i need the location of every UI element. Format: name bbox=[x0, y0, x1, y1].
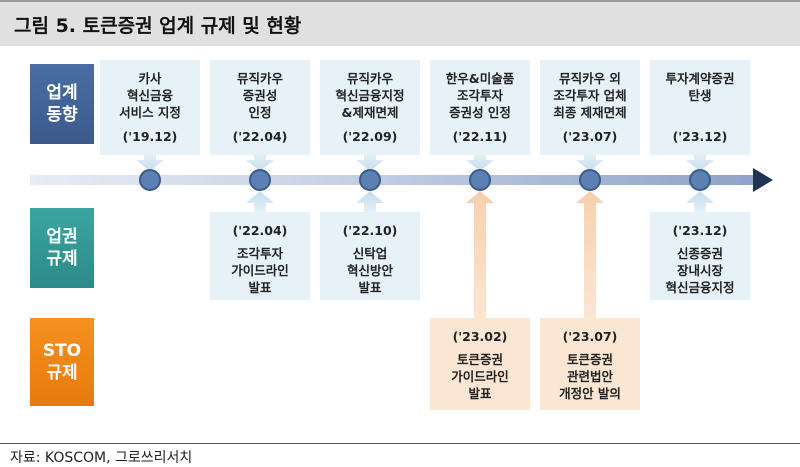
box-date: ('19.12) bbox=[122, 129, 178, 144]
footer-divider bbox=[0, 443, 800, 444]
row-label-line: 업계 bbox=[46, 83, 78, 103]
box-date: ('23.07) bbox=[562, 129, 618, 144]
box-text-line: 조각투자 업체 bbox=[553, 88, 627, 103]
figure-title: 그림 5. 토큰증권 업계 규제 및 현황 bbox=[14, 15, 302, 37]
timeline-node bbox=[249, 169, 271, 191]
box-date: ('23.12) bbox=[672, 223, 728, 238]
box-date: ('22.11) bbox=[452, 129, 508, 144]
box-text-line: 신종증권 bbox=[676, 246, 723, 261]
box-text-line: 관련법안 bbox=[566, 369, 613, 384]
industry-trend-box: 뮤직카우 증권성 인정 ('22.04) bbox=[210, 60, 310, 155]
row-label-line: 동향 bbox=[46, 105, 78, 125]
timeline-node bbox=[359, 169, 381, 191]
timeline-node bbox=[689, 169, 711, 191]
box-text-line: 발표 bbox=[358, 280, 382, 295]
connector-arrow bbox=[466, 191, 494, 319]
box-text-line: 한우&미술품 bbox=[445, 71, 515, 86]
connector-arrow bbox=[686, 191, 714, 213]
box-date: ('23.02) bbox=[452, 329, 508, 344]
box-text-line: 뮤직카우 bbox=[346, 71, 393, 86]
timeline-node bbox=[139, 169, 161, 191]
box-text-line: 개정안 발의 bbox=[559, 386, 621, 401]
box-text-line: 증권성 인정 bbox=[449, 105, 511, 120]
sto-regulation-box: ('23.07) 토큰증권 관련법안 개정안 발의 bbox=[540, 318, 640, 410]
sto-regulation-box: ('23.02) 토큰증권 가이드라인 발표 bbox=[430, 318, 530, 410]
box-text-line: 서비스 지정 bbox=[119, 105, 181, 120]
box-text-line: 장내시장 bbox=[676, 263, 723, 278]
box-date: ('22.04) bbox=[232, 223, 288, 238]
row-label-line: 업권 bbox=[46, 227, 78, 247]
box-text-line: 조각투자 bbox=[236, 246, 283, 261]
industry-trend-box: 뮤직카우 외 조각투자 업체 최종 제재면제 ('23.07) bbox=[540, 60, 640, 155]
box-text-line: 혁신금융 bbox=[126, 88, 173, 103]
industry-trend-box: 뮤직카우 혁신금융지정 &제재면제 ('22.09) bbox=[320, 60, 420, 155]
industry-trend-box: 투자계약증권 탄생 ('23.12) bbox=[650, 60, 750, 155]
timeline-bar bbox=[30, 175, 755, 185]
sector-regulation-box: ('22.10) 신탁업 혁신방안 발표 bbox=[320, 212, 420, 300]
source-note: 자료: KOSCOM, 그로쓰리서치 bbox=[10, 450, 193, 466]
box-text-line: 혁신방안 bbox=[346, 263, 393, 278]
box-text-line: 투자계약증권 bbox=[665, 71, 735, 86]
box-text-line: 가이드라인 bbox=[231, 263, 289, 278]
box-date: ('22.04) bbox=[232, 129, 288, 144]
industry-trend-box: 한우&미술품 조각투자 증권성 인정 ('22.11) bbox=[430, 60, 530, 155]
box-text-line: 뮤직카우 bbox=[236, 71, 283, 86]
connector-arrow bbox=[356, 191, 384, 213]
row-label-sto-regulation: STO 규제 bbox=[30, 318, 94, 406]
sector-regulation-box: ('23.12) 신종증권 장내시장 혁신금융지정 bbox=[650, 212, 750, 300]
box-text-line: 토큰증권 bbox=[456, 352, 503, 367]
connector-arrow bbox=[576, 191, 604, 319]
box-text-line: 토큰증권 bbox=[566, 352, 613, 367]
box-text-line: 증권성 bbox=[242, 88, 278, 103]
box-text-line: 발표 bbox=[248, 280, 272, 295]
box-text-line: 신탁업 bbox=[352, 246, 388, 261]
timeline-arrow-head bbox=[753, 168, 773, 192]
box-text-line: 가이드라인 bbox=[451, 369, 509, 384]
box-date: ('23.12) bbox=[672, 129, 728, 144]
title-bar: 그림 5. 토큰증권 업계 규제 및 현황 bbox=[0, 0, 800, 46]
row-label-line: 규제 bbox=[46, 363, 78, 383]
box-text-line: 조각투자 bbox=[456, 88, 503, 103]
box-text-line: &제재면제 bbox=[341, 105, 399, 120]
sector-regulation-box: ('22.04) 조각투자 가이드라인 발표 bbox=[210, 212, 310, 300]
timeline-node bbox=[579, 169, 601, 191]
timeline-node bbox=[469, 169, 491, 191]
box-text-line: 탄생 bbox=[688, 88, 712, 103]
row-label-industry-trends: 업계 동향 bbox=[30, 64, 94, 144]
row-label-line: 규제 bbox=[46, 249, 78, 269]
box-text-line: 뮤직카우 외 bbox=[559, 71, 621, 86]
box-date: ('22.09) bbox=[342, 129, 398, 144]
box-text-line: 최종 제재면제 bbox=[553, 105, 627, 120]
row-label-sector-regulation: 업권 규제 bbox=[30, 208, 94, 288]
box-text-line: 인정 bbox=[248, 105, 272, 120]
box-text-line: 혁신금융지정 bbox=[335, 88, 405, 103]
box-date: ('23.07) bbox=[562, 329, 618, 344]
box-text-line: 혁신금융지정 bbox=[665, 280, 735, 295]
row-label-line: STO bbox=[42, 341, 82, 361]
box-date: ('22.10) bbox=[342, 223, 398, 238]
industry-trend-box: 카사 혁신금융 서비스 지정 ('19.12) bbox=[100, 60, 200, 155]
box-text-line: 발표 bbox=[468, 386, 492, 401]
connector-arrow bbox=[246, 191, 274, 213]
box-text-line: 카사 bbox=[138, 71, 162, 86]
